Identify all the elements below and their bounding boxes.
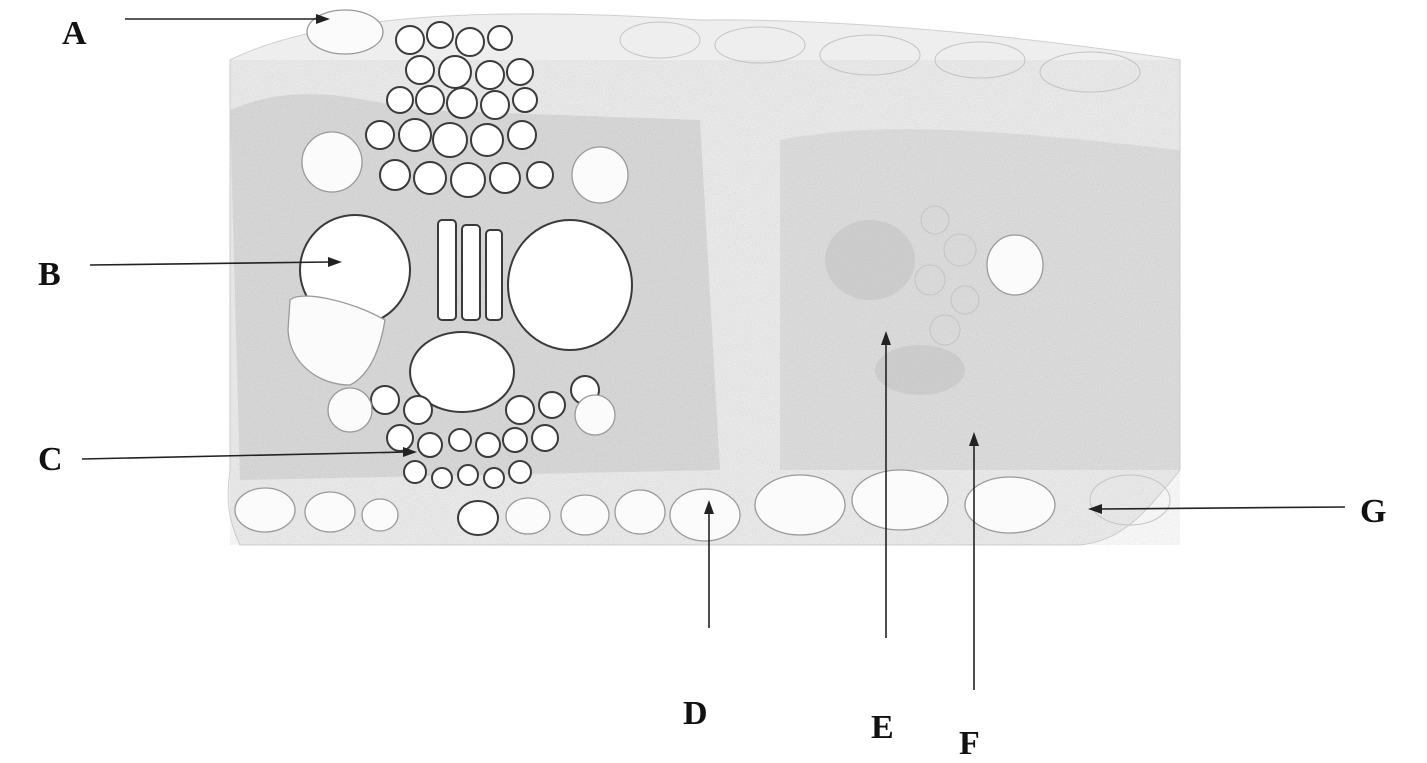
leaf-section [228,10,1180,545]
label-C: C [38,441,63,478]
label-E: E [871,709,894,746]
label-D: D [683,695,708,732]
label-B: B [38,256,61,293]
label-F: F [959,725,980,762]
xylem-vessel-right [508,220,632,350]
label-G: G [1360,493,1386,530]
label-A: A [62,15,87,52]
arrow-A [125,14,330,24]
